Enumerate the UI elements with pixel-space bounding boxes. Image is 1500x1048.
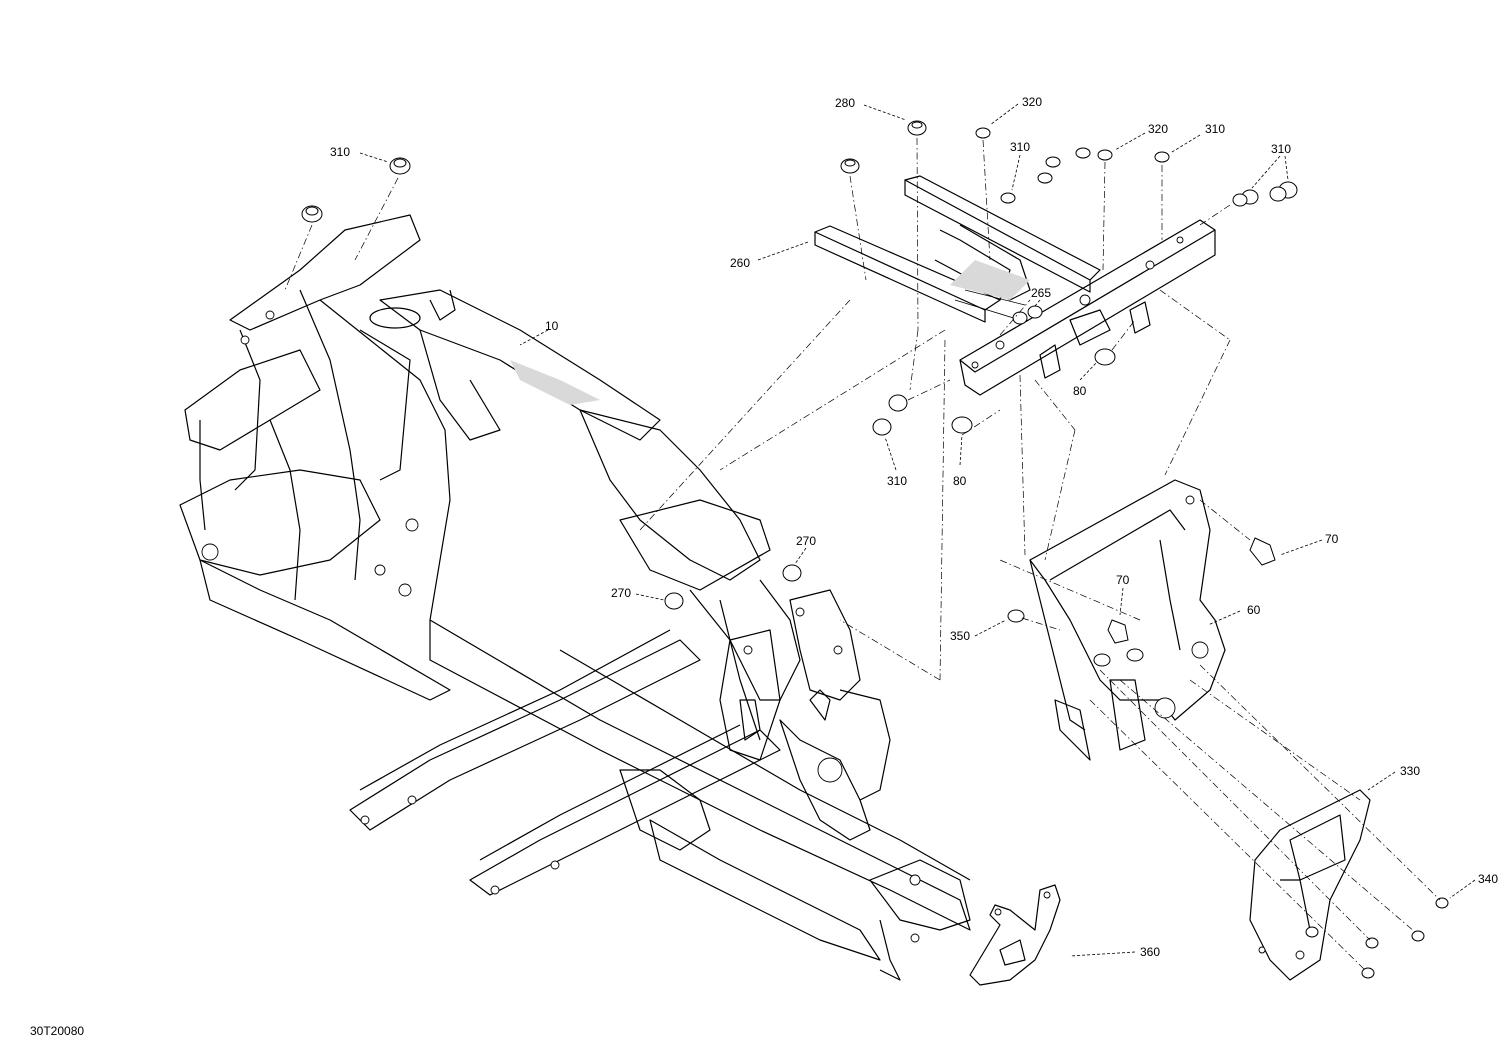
callout-310: 310: [887, 474, 907, 488]
rear-subframe: [814, 175, 1216, 396]
callout-70: 70: [1325, 532, 1339, 546]
callout-80: 80: [1073, 384, 1087, 398]
callout-270: 270: [611, 586, 631, 600]
leader-lines: [359, 103, 1476, 957]
callout-340: 340: [1478, 872, 1498, 886]
rear-bracket: [1029, 479, 1226, 761]
callout-320: 320: [1022, 95, 1042, 109]
nut-280-a: [907, 120, 927, 136]
callout-60: 60: [1247, 603, 1261, 617]
callout-10: 10: [545, 319, 559, 333]
bushing-310-right-a: [1232, 189, 1259, 207]
assembly-centerlines: [284, 137, 1441, 971]
nut-280-b: [840, 158, 860, 174]
callout-270: 270: [796, 534, 816, 548]
callout-260: 260: [730, 256, 750, 270]
main-frame: [179, 214, 971, 981]
callout-70: 70: [1116, 573, 1130, 587]
callout-330: 330: [1400, 764, 1420, 778]
fasteners: [301, 120, 1449, 979]
callout-320: 320: [1148, 122, 1168, 136]
callout-265: 265: [1031, 286, 1051, 300]
callout-310: 310: [1271, 142, 1291, 156]
callout-80: 80: [953, 474, 967, 488]
callout-310: 310: [1205, 122, 1225, 136]
callout-labels: 10 60 70 70 80 80 260 265 270 270 280 31…: [330, 95, 1498, 959]
brace-plate: [1249, 789, 1371, 981]
bushing-310-right-b: [1269, 181, 1298, 202]
callout-360: 360: [1140, 945, 1160, 959]
drawing-code: 30T20080: [30, 1024, 85, 1038]
callout-350: 350: [950, 629, 970, 643]
frame-holes: [201, 310, 921, 943]
callout-280: 280: [835, 96, 855, 110]
nut-310-left-lower: [301, 205, 323, 223]
callout-310: 310: [1010, 140, 1030, 154]
skid-bracket: [969, 884, 1061, 986]
nut-310-left-upper: [389, 157, 411, 175]
callout-310: 310: [330, 145, 350, 159]
